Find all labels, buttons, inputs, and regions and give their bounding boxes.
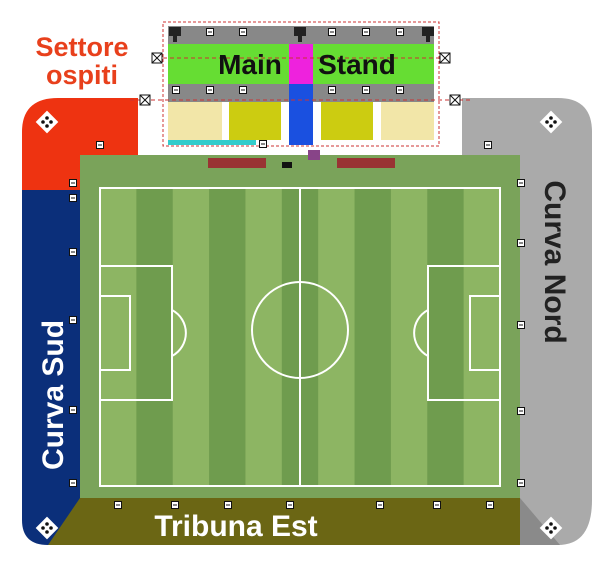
- exit-icon: [433, 501, 441, 509]
- curva-nord-stand[interactable]: [462, 98, 592, 545]
- crossed-box-icon: [439, 52, 451, 64]
- exit-icon: [259, 140, 267, 148]
- settore-ospiti-label-line1: Settore: [35, 32, 128, 62]
- right-goal-area: [469, 295, 501, 371]
- exit-icon: [396, 86, 404, 94]
- main-stand[interactable]: [130, 21, 470, 147]
- camera-icons: [139, 27, 461, 106]
- main-stand-lower-right-cream: [381, 102, 434, 140]
- main-stand-center-blue: [289, 84, 313, 140]
- exit-icon: [517, 239, 525, 247]
- exit-icon: [69, 179, 77, 187]
- pitch-stripe: [100, 188, 137, 486]
- exit-icon: [484, 141, 492, 149]
- pitch-stripe: [354, 188, 392, 486]
- exit-icon: [224, 501, 232, 509]
- exit-icon: [172, 86, 180, 94]
- pitch-stripe: [136, 188, 174, 486]
- dugout-left: [208, 158, 266, 168]
- exit-icon: [362, 86, 370, 94]
- tunnel-marker: [282, 162, 292, 168]
- exit-icon: [328, 28, 336, 36]
- exit-icon: [286, 501, 294, 509]
- exit-icon: [517, 179, 525, 187]
- exit-icon: [206, 28, 214, 36]
- exit-icon: [517, 407, 525, 415]
- main-stand-lower-left-yellow: [229, 102, 281, 140]
- curva-sud-label: Curva Sud: [37, 320, 70, 470]
- crossed-box-icon: [151, 52, 163, 64]
- pitch-stripe: [390, 188, 428, 486]
- camera-icon: [294, 27, 306, 42]
- exit-icon: [486, 501, 494, 509]
- exit-icon: [69, 406, 77, 414]
- corner-markers: [35, 110, 563, 540]
- pitch-lines: [99, 187, 501, 487]
- exit-icon: [328, 86, 336, 94]
- exit-icons: [69, 28, 525, 509]
- exit-icon: [96, 141, 104, 149]
- settore-ospiti-label-line2: ospiti: [46, 60, 118, 90]
- exit-icon: [69, 479, 77, 487]
- crossed-box-icon: [139, 94, 151, 106]
- exit-icon: [206, 86, 214, 94]
- dugout-right: [337, 158, 395, 168]
- exit-icon: [69, 248, 77, 256]
- curva-nord-label: Curva Nord: [538, 180, 571, 343]
- right-penalty-arc: [413, 309, 429, 357]
- exit-icon: [171, 501, 179, 509]
- corner-marker-icon: [35, 110, 59, 134]
- left-goal-area: [99, 295, 131, 371]
- pitch-stripe: [427, 188, 465, 486]
- exit-icon: [517, 321, 525, 329]
- main-stand-center-magenta: [289, 44, 313, 84]
- corner-marker-icon: [539, 110, 563, 134]
- pitch-stripe: [318, 188, 356, 486]
- exit-icon: [362, 28, 370, 36]
- main-stand-teal-strip: [168, 140, 256, 145]
- camera-icon: [169, 27, 181, 42]
- crossed-box-icon: [449, 94, 461, 106]
- left-penalty-arc: [171, 309, 187, 357]
- pitch-stripe: [209, 188, 246, 486]
- camera-icon: [422, 27, 434, 42]
- tribuna-est-stand[interactable]: [48, 498, 520, 545]
- main-stand-blue-strip: [289, 140, 313, 145]
- exit-icon: [114, 501, 122, 509]
- main-stand-lower-right-yellow: [321, 102, 373, 140]
- main-stand-label-stand: Stand: [318, 49, 396, 80]
- tunnel-entrance: [308, 150, 320, 160]
- exit-icon: [239, 86, 247, 94]
- exit-icon: [69, 316, 77, 324]
- pitch-stripe: [245, 188, 283, 486]
- exit-icon: [69, 194, 77, 202]
- exit-icon: [376, 501, 384, 509]
- corner-marker-icon: [539, 516, 563, 540]
- tribuna-est-label: Tribuna Est: [154, 510, 317, 543]
- exit-icon: [239, 28, 247, 36]
- main-stand-label-main: Main: [218, 49, 282, 80]
- exit-icon: [396, 28, 404, 36]
- main-stand-lower-left-cream: [168, 102, 222, 140]
- exit-icon: [517, 479, 525, 487]
- center-circle: [251, 281, 349, 379]
- pitch-stripe: [172, 188, 210, 486]
- curva-sud-stand[interactable]: [22, 190, 80, 545]
